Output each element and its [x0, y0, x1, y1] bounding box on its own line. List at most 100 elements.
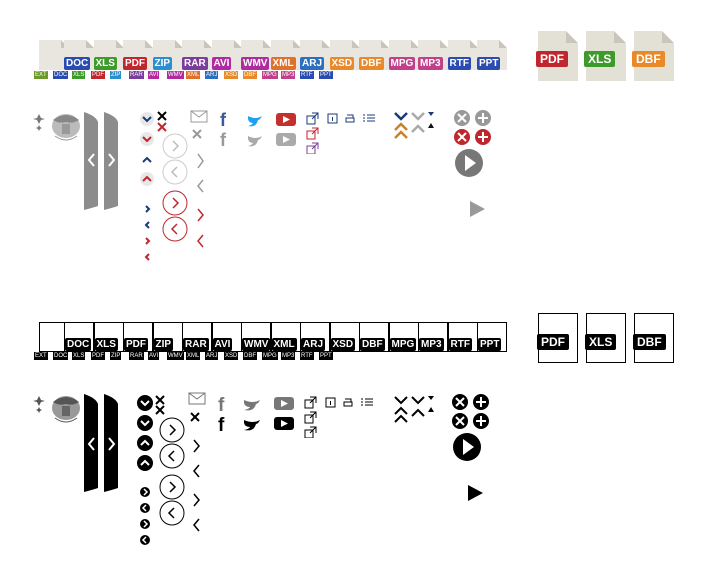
file-type-mini-badge: DOC [53, 71, 69, 79]
external-link-icons-bw[interactable] [304, 396, 376, 438]
file-type-label: XSD [330, 338, 356, 351]
file-type-icon-zip: ZIP [152, 40, 183, 70]
file-type-label: XML [270, 57, 296, 70]
large-file-type-icon-pdf: PDF [536, 31, 578, 81]
file-type-icon-pdf: PDF [123, 322, 153, 352]
file-type-mini-badge: PPT [319, 71, 333, 79]
file-type-mini-badge: PPT [319, 352, 333, 360]
file-type-mini-badge: ZIP [110, 352, 122, 360]
file-type-mini-badge: DBF [243, 71, 257, 79]
large-file-type-label: DBF [632, 51, 665, 67]
action-circle-icons-bw[interactable] [450, 392, 494, 508]
file-type-mini-badge: WMV [167, 71, 184, 79]
large-file-type-icon-dbf: DBF [633, 313, 674, 363]
file-type-icon-arj: ARJ [300, 322, 330, 352]
large-file-type-label: PDF [537, 334, 569, 350]
large-file-type-icon-dbf: DBF [632, 31, 674, 81]
file-type-label: MP3 [419, 338, 444, 351]
file-type-label: ZIP [152, 57, 173, 70]
file-type-icon-ppt: PPT [477, 322, 507, 352]
file-type-label: XLS [94, 338, 118, 351]
chevron-circle-icons-bw[interactable] [136, 394, 168, 550]
file-type-mini-badge: RAR [129, 352, 144, 360]
file-type-mini-badge: XML [186, 71, 201, 79]
file-type-label: AVI [211, 57, 232, 70]
file-type-mini-badge: MP3 [281, 71, 296, 79]
file-type-icon-rar: RAR [182, 40, 212, 70]
file-type-icon-pdf: PDF [123, 40, 153, 70]
file-type-icon-avi: AVI [211, 40, 242, 70]
file-type-mini-badge: ZIP [110, 71, 122, 79]
file-type-mini-badge: MPG [262, 71, 278, 79]
file-type-label: XSD [329, 57, 355, 70]
file-type-mini-badge: XLS [72, 352, 86, 360]
file-type-mini-badge: AVI [148, 352, 160, 360]
file-type-label: PDF [123, 57, 147, 70]
svg-text:f: f [220, 110, 227, 130]
file-type-label: RAR [182, 57, 208, 70]
large-file-type-icon-pdf: PDF [537, 313, 578, 363]
file-type-label: MPG [389, 338, 417, 351]
file-type-icon-xml: XML [270, 40, 301, 70]
file-type-mini-badge: RTF [300, 352, 314, 360]
nav-circle-buttons-color[interactable] [158, 128, 210, 258]
emblem-icon [33, 114, 80, 141]
file-type-label: ARJ [301, 338, 326, 351]
nav-circle-buttons-bw[interactable] [158, 412, 210, 542]
chevron-circle-icons-color[interactable] [138, 110, 170, 270]
file-type-mini-badge: EXT [34, 352, 48, 360]
file-type-label: RTF [447, 57, 471, 70]
social-icons-bw[interactable]: f f [216, 394, 300, 434]
mail-icon-bw[interactable] [188, 392, 206, 406]
file-type-label: MPG [388, 57, 416, 70]
external-link-icons-color[interactable] [306, 112, 378, 154]
file-type-icon-doc: DOC [64, 40, 94, 70]
file-type-label: MP3 [418, 57, 443, 70]
file-type-icon-mpg: MPG [388, 322, 419, 352]
svg-text:f: f [218, 395, 225, 416]
slider-arrows-black[interactable] [82, 394, 124, 494]
file-type-icon-xml: XML [270, 322, 301, 352]
large-file-type-icon-xls: XLS [584, 31, 626, 81]
close-icon[interactable] [191, 128, 203, 140]
slider-arrows-gray[interactable] [82, 112, 124, 212]
large-file-type-label: XLS [584, 51, 616, 67]
large-file-type-icon-xls: XLS [585, 313, 626, 363]
file-type-label: RTF [448, 338, 472, 351]
file-type-mini-badge: RAR [129, 71, 144, 79]
file-type-mini-badge: XML [186, 352, 201, 360]
file-type-icon-xls: XLS [93, 40, 124, 70]
file-type-mini-badge: ARJ [205, 352, 219, 360]
social-icons-color[interactable]: f f [218, 110, 298, 150]
file-type-icon-zip: ZIP [152, 322, 183, 352]
file-type-label: DOC [65, 338, 92, 351]
file-type-label: DBF [359, 57, 384, 70]
file-type-label: PDF [124, 338, 148, 351]
file-type-mini-badge: XSD [224, 71, 239, 79]
file-type-mini-badge: PDF [91, 71, 105, 79]
mail-icon[interactable] [190, 110, 208, 124]
file-type-icon-rtf: RTF [447, 40, 478, 70]
sort-chevrons-color[interactable] [392, 110, 436, 142]
file-type-mini-badge: AVI [148, 71, 160, 79]
file-type-label: AVI [212, 338, 233, 351]
close-icon-bw[interactable] [189, 411, 201, 423]
file-type-icon-wmv: WMV [241, 40, 271, 70]
file-type-mini-badge: DOC [53, 352, 69, 360]
file-type-mini-badge: MPG [262, 352, 278, 360]
file-type-mini-badge: WMV [167, 352, 184, 360]
large-file-type-label: XLS [585, 334, 617, 350]
file-type-mini-badge: PDF [91, 352, 105, 360]
file-type-icon-wmv: WMV [241, 322, 271, 352]
file-type-label: WMV [242, 338, 271, 351]
file-type-icon-xsd: XSD [329, 322, 360, 352]
action-circle-icons-color[interactable] [452, 108, 496, 224]
sort-chevrons-bw[interactable] [392, 394, 436, 426]
file-type-label: RAR [183, 338, 209, 351]
large-file-type-label: DBF [633, 334, 666, 350]
file-type-icon-mp3: MP3 [418, 40, 448, 70]
file-type-mini-badge: XLS [72, 71, 86, 79]
file-type-label: XML [271, 338, 297, 351]
file-type-icon-rtf: RTF [447, 322, 478, 352]
emblem-icon-bw [33, 396, 80, 423]
